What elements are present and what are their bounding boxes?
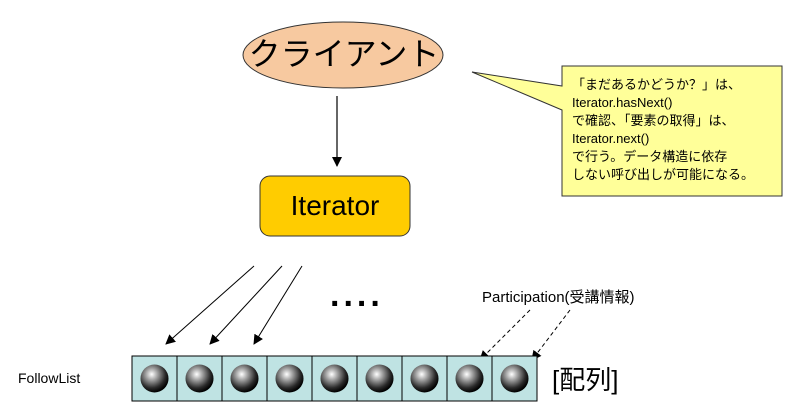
note-line: で行う。データ構造に依存 [572, 149, 728, 164]
iterator-label: Iterator [290, 190, 380, 221]
note-line: 「まだあるかどうか？」は、 [572, 77, 742, 92]
iterator-arrow-1 [165, 265, 255, 345]
client-label: クライアント [248, 36, 440, 72]
note-line: Iterator.next() [572, 131, 650, 146]
note-callout [471, 65, 783, 197]
participation-arrow-1 [479, 309, 531, 361]
iterator-node [259, 175, 411, 237]
element-ball [320, 364, 349, 393]
array-label: [配列] [552, 365, 619, 395]
iterator-arrow-3 [253, 265, 303, 345]
element-ball [410, 364, 439, 393]
element-ball [275, 364, 304, 393]
element-ball [230, 364, 259, 393]
participation-label: Participation(受講情報) [482, 289, 635, 306]
element-ball [140, 364, 169, 393]
element-ball [365, 364, 394, 393]
element-ball [185, 364, 214, 393]
note-line: で確認、「要素の取得」は、 [572, 113, 735, 128]
iterator-arrow-2 [209, 265, 283, 345]
element-ball [500, 364, 529, 393]
participation-arrow-2 [531, 309, 571, 361]
note-text: 「まだあるかどうか？」は、 Iterator.hasNext() で確認、「要素の取… [572, 76, 782, 184]
note-line: Iterator.hasNext() [572, 95, 673, 110]
note-line: しない呼び出しが可能になる。 [572, 167, 755, 182]
element-ball [455, 364, 484, 393]
followlist-label: FollowList [18, 370, 81, 386]
client-node [242, 21, 444, 89]
followlist-array [131, 355, 538, 402]
ellipsis-dots: .... [330, 276, 384, 314]
